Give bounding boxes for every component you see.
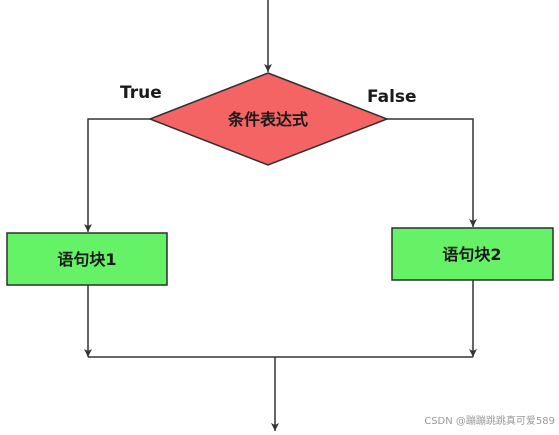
false-branch-label: False: [367, 87, 417, 107]
statement-block-2-label: 语句块2: [442, 245, 501, 264]
statement-block-2: [391, 227, 554, 281]
statement-block-1-label: 语句块1: [57, 250, 116, 269]
decision-diamond: [147, 72, 390, 166]
decision-label: 条件表达式: [227, 110, 308, 129]
true-branch-label: True: [120, 83, 162, 103]
true-branch-arrow: [84, 118, 150, 232]
false-branch-arrow: [387, 118, 477, 227]
watermark: CSDN @蹦蹦跳跳真可爱589: [424, 414, 555, 427]
statement-block-1: [6, 232, 168, 286]
